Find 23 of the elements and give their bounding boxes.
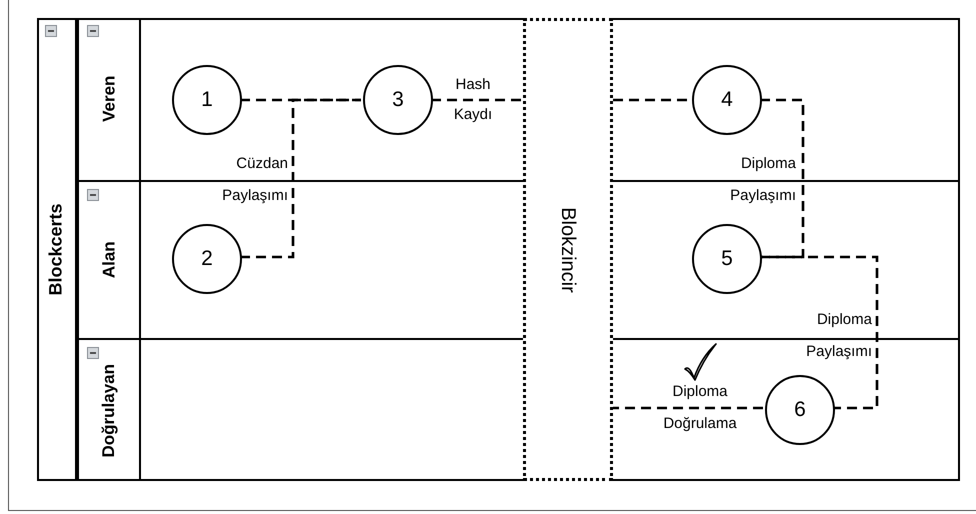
dashed-connector [613,98,690,102]
pool-title: Blockcerts [44,203,66,296]
step-number: 2 [201,246,213,272]
dashed-connector [613,406,763,410]
edge-label: Diploma Doğrulama [662,382,738,434]
dashed-connector [760,98,804,258]
blockchain-band [523,18,613,481]
lane-title: Veren [98,76,120,122]
dashed-connector [240,98,361,258]
lane-title: Doğrulayan [98,364,120,458]
dashed-connector [431,98,523,102]
step-number: 4 [721,87,733,114]
step-number: 5 [721,246,733,272]
edge-label: Diploma Paylaşımı [805,310,872,362]
step-number: 6 [794,397,806,424]
edge-label: Hash Kaydı [452,75,494,125]
step-number: 1 [201,87,213,114]
edge-label: Diploma Paylaşımı [729,154,796,206]
edge-label: Cüzdan Paylaşımı [221,154,288,206]
band-label: Blokzincir [556,206,580,292]
dashed-connector [760,256,878,410]
lane-title: Alan [98,242,120,278]
step-number: 3 [392,87,404,114]
